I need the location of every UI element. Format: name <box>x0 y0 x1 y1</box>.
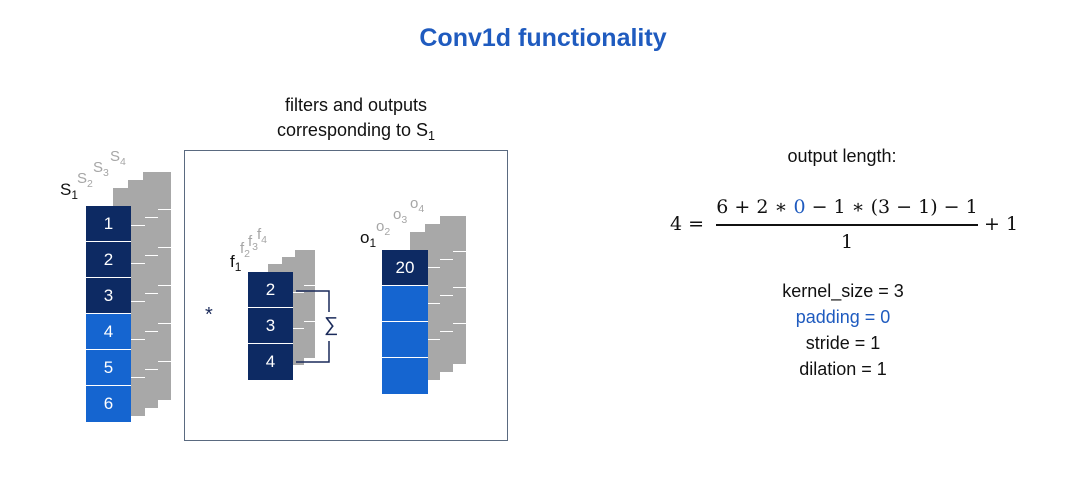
input-stack-label: S3 <box>93 159 109 179</box>
sum-bracket <box>296 290 330 363</box>
input-sequence: 1 2 3 4 5 6 <box>86 206 131 422</box>
sum-symbol: ∑ <box>324 314 339 336</box>
parameters-list: kernel_size = 3 padding = 0 stride = 1 d… <box>750 278 936 382</box>
output-cell <box>382 322 428 358</box>
filter-kernel: 2 3 4 <box>248 272 293 380</box>
input-cell: 1 <box>86 206 131 242</box>
filter-stack-label: f3 <box>248 233 259 253</box>
filters-caption: filters and outputs corresponding to S1 <box>276 95 436 143</box>
stride-param: stride = 1 <box>805 333 881 353</box>
input-label: S1 <box>60 180 78 202</box>
formula-padding-value: 0 <box>793 196 806 218</box>
output-cell <box>382 286 428 322</box>
filters-frame <box>184 150 508 441</box>
kernel-size-param: kernel_size = 3 <box>782 281 904 301</box>
output-label: o1 <box>360 228 377 250</box>
dilation-param: dilation = 1 <box>799 359 887 379</box>
input-cell: 6 <box>86 386 131 422</box>
input-cell: 2 <box>86 242 131 278</box>
output-stack-label: o4 <box>410 195 425 215</box>
filter-cell: 2 <box>248 272 293 308</box>
filter-cell: 3 <box>248 308 293 344</box>
output-length-label: output length: <box>787 146 897 166</box>
filter-cell: 4 <box>248 344 293 380</box>
input-stack-label: S2 <box>77 170 93 190</box>
fraction-bar <box>716 224 978 226</box>
input-stack-label: S4 <box>110 148 126 168</box>
output-sequence: 20 <box>382 250 428 394</box>
formula-lhs: 4 = <box>670 213 705 235</box>
output-cell: 20 <box>382 250 428 286</box>
convolution-operator: * <box>205 304 213 326</box>
output-stack-label: o2 <box>376 218 391 238</box>
filter-stack-label: f2 <box>240 240 251 260</box>
input-cell: 4 <box>86 314 131 350</box>
input-cell: 5 <box>86 350 131 386</box>
formula-denominator: 1 <box>840 231 854 253</box>
input-cell: 3 <box>86 278 131 314</box>
padding-param: padding = 0 <box>795 307 891 327</box>
formula-rhs: + 1 <box>984 213 1019 235</box>
output-cell <box>382 358 428 394</box>
output-stack-label: o3 <box>393 206 408 226</box>
page-title: Conv1d functionality <box>419 24 667 52</box>
filter-label: f1 <box>230 252 242 274</box>
filter-stack-label: f4 <box>257 226 268 246</box>
formula-numerator: 6 + 2 ∗ 0 − 1 ∗ (3 − 1) − 1 <box>716 196 978 218</box>
